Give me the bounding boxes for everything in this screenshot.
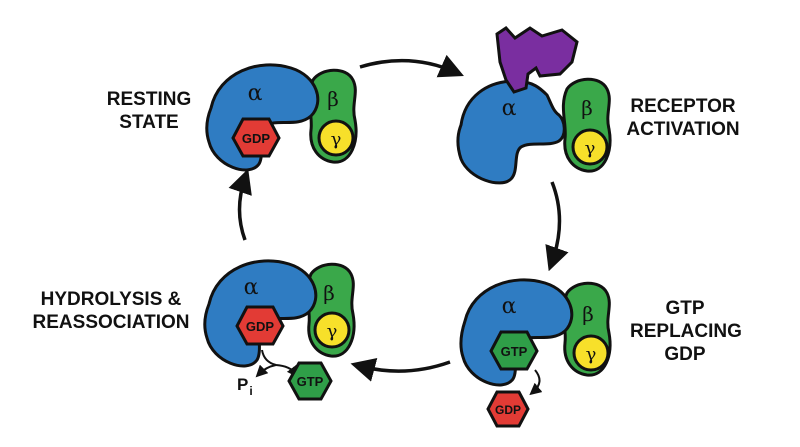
gamma-subunit <box>317 119 355 157</box>
beta-symbol: β <box>323 281 335 305</box>
arrow-resting-to-receptor <box>359 54 464 78</box>
gdp-hexagon <box>231 117 281 158</box>
alpha-symbol: α <box>244 275 259 300</box>
gtp-label: GTP <box>501 344 528 359</box>
label-line: GTP <box>665 298 705 319</box>
arrow-gtp-to-hydrolysis <box>350 357 451 382</box>
phosphate-label: Pi <box>237 375 253 398</box>
arrow-hydrolysis-to-resting <box>228 168 252 241</box>
protein-hydrolysis: α β γ GDP <box>203 259 356 368</box>
label-line: GDP <box>664 344 706 365</box>
label-line: HYDROLYSIS & <box>40 289 182 310</box>
gamma-symbol: γ <box>327 321 338 342</box>
hydrolysis-split-arrow <box>261 349 277 366</box>
gamma-symbol: γ <box>331 129 342 150</box>
alpha-symbol: α <box>502 96 517 121</box>
gamma-subunit <box>313 311 351 349</box>
gtp-hexagon <box>489 330 539 371</box>
gamma-symbol: γ <box>585 138 596 159</box>
beta-symbol: β <box>327 87 339 111</box>
gdp-label: GDP <box>246 319 275 334</box>
incoming-gtp-hexagon <box>287 361 333 401</box>
label-line: ACTIVATION <box>626 119 740 140</box>
label-line: STATE <box>119 112 179 133</box>
protein-receptor-activation: α β γ <box>456 77 612 185</box>
incoming-gtp-label: GTP <box>297 374 324 389</box>
label-gtp-replacing-gdp: GTP REPLACING GDP <box>630 297 742 366</box>
receptor-shape <box>495 26 579 94</box>
arrow-receptor-to-gtp <box>545 181 569 272</box>
alpha-symbol: α <box>502 294 517 319</box>
protein-gtp-replacing: α β γ GTP <box>459 278 612 387</box>
label-line: REPLACING <box>630 321 742 342</box>
label-receptor-activation: RECEPTOR ACTIVATION <box>618 95 748 141</box>
label-hydrolysis-reassociation: HYDROLYSIS & REASSOCIATION <box>22 288 200 334</box>
gdp-label: GDP <box>242 131 271 146</box>
phosphate-symbol: P <box>237 375 248 394</box>
gamma-symbol: γ <box>586 344 597 365</box>
protein-resting: α β γ GDP <box>205 63 358 172</box>
phosphate-arrow <box>255 364 277 378</box>
label-line: REASSOCIATION <box>32 312 190 333</box>
beta-symbol: β <box>581 96 593 120</box>
gamma-subunit <box>571 128 609 166</box>
released-gdp-label: GDP <box>495 403 521 417</box>
gamma-subunit <box>572 334 610 372</box>
gdp-release-arrow <box>529 369 543 396</box>
label-resting-state: RESTING STATE <box>98 88 200 134</box>
gdp-hexagon <box>235 305 285 346</box>
released-gdp-hexagon <box>486 390 530 428</box>
beta-symbol: β <box>582 302 594 326</box>
label-line: RESTING <box>106 89 192 110</box>
alpha-symbol: α <box>248 81 263 106</box>
label-line: RECEPTOR <box>630 96 736 117</box>
phosphate-subscript: i <box>249 384 252 398</box>
